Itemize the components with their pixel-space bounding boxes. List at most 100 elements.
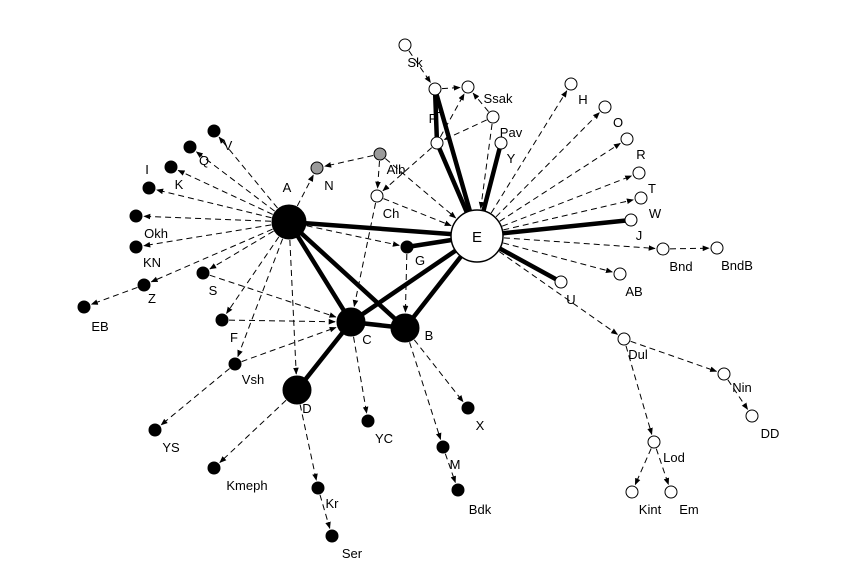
node-M [436, 440, 450, 454]
node-KN [129, 240, 143, 254]
node-label-Kint: Kint [639, 502, 662, 517]
edge-Z-EB [90, 286, 138, 305]
edge-A-Z [150, 228, 273, 283]
edge-A-KN [143, 224, 272, 248]
node-V [207, 124, 221, 138]
node-label-M: M [450, 457, 461, 472]
node-Sk [398, 38, 412, 52]
edge-F-C [228, 318, 336, 325]
node-label-DD: DD [761, 426, 780, 441]
node-label-Ser: Ser [342, 546, 363, 561]
node-label-Dul: Dul [628, 347, 648, 362]
edge-E-AB [502, 242, 613, 274]
node-X [461, 401, 475, 415]
edge-Bnd-BndB [669, 245, 710, 252]
node-label-K: K [175, 177, 184, 192]
edge-E-W [503, 198, 634, 231]
node-AB [613, 267, 627, 281]
edge-Vsh-C [241, 326, 337, 363]
edge-E-R [499, 142, 621, 222]
edge-L-Ssak [441, 85, 461, 91]
edge-A-Q [195, 151, 275, 212]
node-label-C: C [362, 332, 371, 347]
edge-A-N [296, 174, 314, 207]
node-label-AB: AB [625, 284, 642, 299]
node-label-Y: Y [507, 151, 516, 166]
node-label-Lod: Lod [663, 450, 685, 465]
edge-Dul-Nin [630, 340, 718, 372]
node-label-E: E [472, 229, 482, 246]
node-BndB [710, 241, 724, 255]
node-label-U: U [566, 292, 575, 307]
edge-A-V [218, 136, 278, 209]
edge-E-H [490, 90, 568, 214]
node-label-L: L [435, 101, 442, 116]
node-label-H: H [578, 92, 587, 107]
node-label-V: V [224, 138, 233, 153]
node-label-Q: Q [199, 153, 209, 168]
edge-Alb-Ch [375, 160, 381, 189]
edge-A-Okh [143, 213, 272, 222]
node-Dul [617, 332, 631, 346]
edge-A-S [209, 230, 274, 270]
node-label-X: X [476, 418, 485, 433]
edge-A-G [306, 225, 400, 247]
node-label-Z: Z [148, 291, 156, 306]
node-Lod [647, 435, 661, 449]
node-label-R: R [636, 147, 645, 162]
node-Nin [717, 367, 731, 381]
edge-A-K [177, 169, 273, 215]
node-Y [494, 136, 508, 150]
edge-Lod-Em [655, 448, 670, 486]
node-N [310, 161, 324, 175]
node-P [430, 136, 444, 150]
node-Vsh [228, 357, 242, 371]
node-label-W: W [649, 206, 662, 221]
node-label-F: F [230, 330, 238, 345]
edge-A-I [156, 188, 272, 219]
node-label-S: S [209, 283, 218, 298]
edge-Dul-Lod [625, 345, 653, 435]
nodes-layer [77, 38, 759, 543]
edge-Pav-Ssak [472, 92, 489, 112]
edge-P-Ssak [439, 93, 465, 138]
node-label-G: G [415, 253, 425, 268]
node-Bdk [451, 483, 465, 497]
node-label-YC: YC [375, 431, 393, 446]
node-label-Nin: Nin [732, 380, 752, 395]
node-label-O: O [613, 115, 623, 130]
edge-Lod-Kint [634, 448, 652, 486]
node-Alb [373, 147, 387, 161]
node-Em [664, 485, 678, 499]
node-label-Em: Em [679, 502, 699, 517]
node-label-B: B [425, 328, 434, 343]
node-G [400, 240, 414, 254]
node-Bnd [656, 242, 670, 256]
node-U [554, 275, 568, 289]
node-S [196, 266, 210, 280]
node-Ser [325, 529, 339, 543]
node-W [634, 191, 648, 205]
node-YC [361, 414, 375, 428]
node-Kint [625, 485, 639, 499]
node-EB [77, 300, 91, 314]
node-H [564, 77, 578, 91]
node-B [390, 313, 420, 343]
edge-A-F [226, 236, 280, 314]
node-I [142, 181, 156, 195]
node-R [620, 132, 634, 146]
node-label-Bnd: Bnd [669, 259, 692, 274]
node-label-Bdk: Bdk [469, 502, 492, 517]
node-J [624, 213, 638, 227]
node-label-Alb: Alb [387, 162, 406, 177]
edge-B-M [409, 342, 442, 441]
edge-C-YC [353, 336, 369, 414]
node-label-Okh: Okh [144, 226, 168, 241]
edge-Ch-C [352, 202, 377, 308]
edge-P-Ch [382, 147, 433, 192]
node-E [450, 209, 504, 263]
edge-Sk-L [408, 50, 431, 83]
edge-A-E [286, 219, 480, 239]
edge-Ch-E [383, 198, 452, 227]
